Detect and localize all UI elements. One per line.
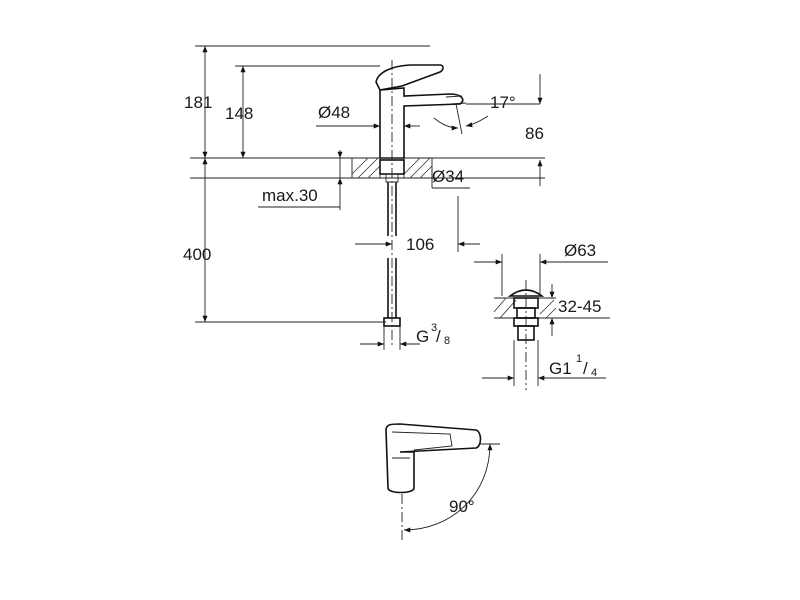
fraction-slash-2: / [583,359,588,378]
dim-spout-reach: 86 [525,124,544,143]
dim-mounting-diameter: Ø34 [432,167,464,186]
dim-hose-length: 400 [183,245,211,264]
dim-spout-height: 148 [225,104,253,123]
dim-total-height: 181 [184,93,212,112]
dim-lever-rotation: 90° [449,497,475,516]
dim-connection-thread-den: 8 [444,335,450,347]
pop-up-waste [493,280,557,390]
faucet-lever [375,64,444,91]
rotation-arc [403,443,493,533]
fraction-slash: / [436,327,441,346]
dim-waste-thread-prefix: G1 [549,359,572,378]
dim-waste-thread-den: 4 [591,367,597,379]
supply-hoses [383,182,401,327]
faucet-side-view [375,64,467,159]
faucet-body [379,87,464,159]
dim-offset: 106 [406,235,434,254]
dim-waste-range: 32-45 [558,297,601,316]
dim-body-diameter: Ø48 [318,103,350,122]
dim-connection-thread-num: 3 [431,322,437,334]
dim-spout-angle: 17° [490,93,516,112]
dim-connection-thread-prefix: G [416,327,429,346]
dim-waste-thread-num: 1 [576,353,582,365]
faucet-top-view [385,423,500,540]
dim-waste-diameter: Ø63 [564,241,596,260]
dim-deck-thickness: max.30 [262,186,318,205]
